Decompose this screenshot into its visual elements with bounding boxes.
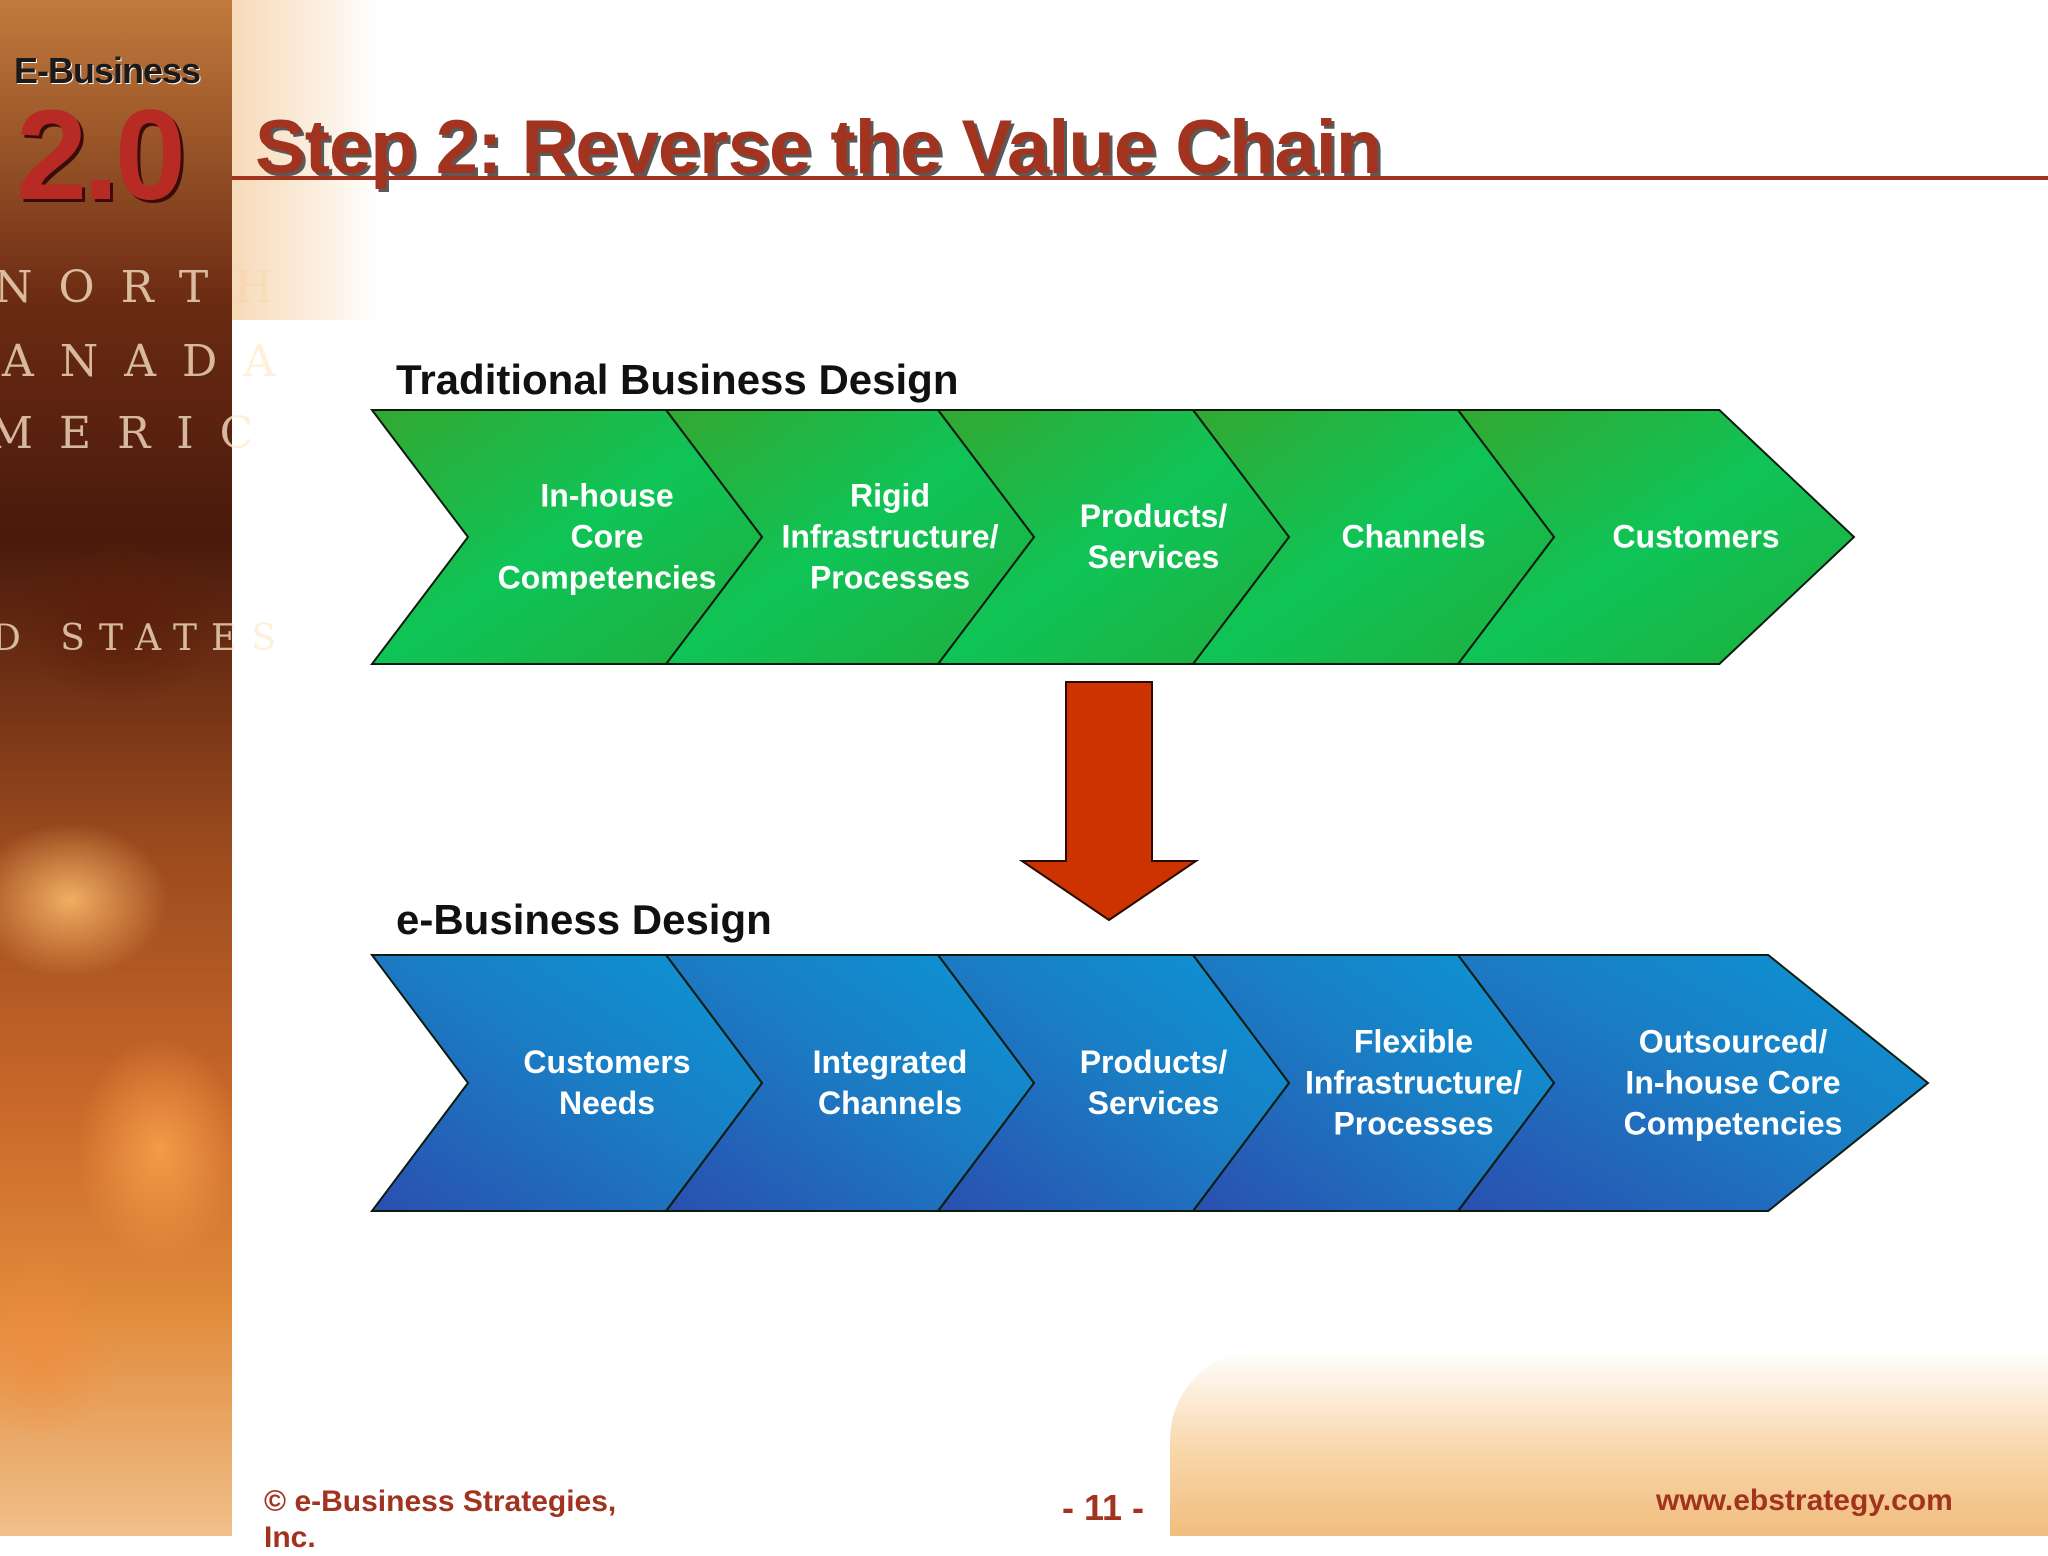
ebusiness-chevron-1 bbox=[370, 954, 764, 1212]
footer-copyright: © e-Business Strategies, Inc. bbox=[264, 1485, 617, 1554]
traditional-step-2-label: Rigid Infrastructure/ Processes bbox=[781, 477, 999, 596]
map-label-3: MERIC bbox=[0, 408, 280, 459]
logo-brand: E-Business bbox=[14, 50, 201, 91]
page-title: Step 2: Reverse the Value Chain bbox=[255, 105, 1382, 190]
traditional-step-1-label: In-house Core Competencies bbox=[497, 477, 717, 596]
footer-glow bbox=[1170, 1350, 2048, 1536]
transformation-down-arrow bbox=[1018, 681, 1200, 922]
traditional-step-4-label: Channels bbox=[1341, 518, 1486, 555]
map-label-2: ANADA bbox=[2, 336, 302, 387]
decorative-sidebar: NORTH ANADA MERIC D STATES bbox=[0, 0, 276, 1536]
page-number: - 11 - bbox=[1062, 1487, 1145, 1528]
logo-version: 2.0 bbox=[16, 84, 186, 227]
traditional-chevron-row bbox=[369, 409, 1856, 665]
traditional-step-5-label: Customers bbox=[1612, 518, 1780, 555]
traditional-chevron-1 bbox=[369, 409, 764, 665]
title-rule bbox=[232, 176, 2048, 180]
map-label-4: D STATES bbox=[0, 618, 290, 659]
ebusiness-design-label: e-Business Design bbox=[396, 896, 772, 943]
ebusiness-step-4-label: Flexible Infrastructure/ Processes bbox=[1305, 1023, 1522, 1142]
ebusiness-step-3-label: Products/ Services bbox=[1079, 1044, 1228, 1121]
ebusiness-chevron-row bbox=[370, 954, 1930, 1212]
traditional-step-3-label: Products/ Services bbox=[1079, 498, 1228, 575]
traditional-design-label: Traditional Business Design bbox=[396, 356, 959, 403]
ebusiness-step-5-label: Outsourced/ In-house Core Competencies bbox=[1623, 1023, 1843, 1142]
map-label-1: NORTH bbox=[0, 262, 299, 313]
footer-website-link[interactable]: www.ebstrategy.com bbox=[1656, 1484, 1953, 1517]
ebusiness-step-1-label: Customers Needs bbox=[523, 1044, 691, 1121]
ebusiness-step-2-label: Integrated Channels bbox=[812, 1044, 968, 1121]
sidebar-fade bbox=[232, 0, 382, 320]
